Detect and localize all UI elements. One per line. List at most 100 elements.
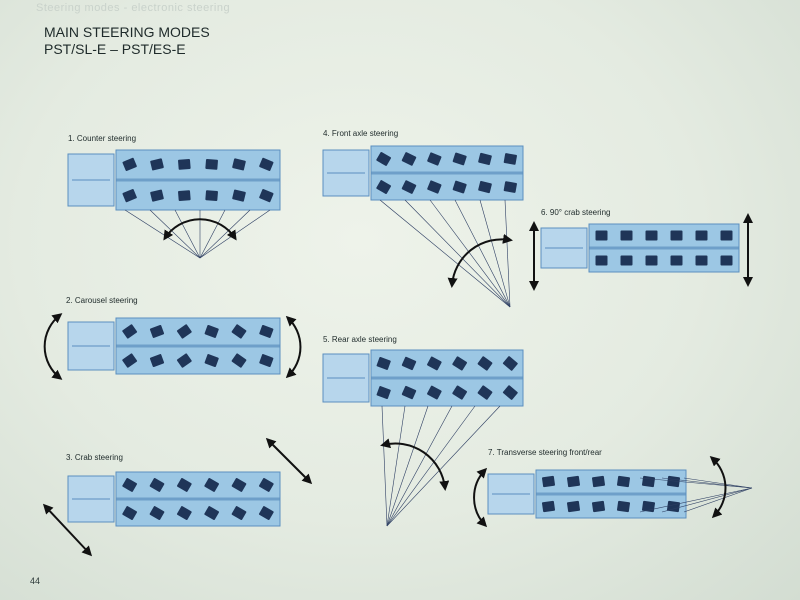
page-title: MAIN STEERING MODES PST/SL-E – PST/ES-E [44, 24, 210, 58]
carousel-wheel-1-0 [149, 324, 165, 338]
crab-90-wheel-0-0 [595, 230, 608, 241]
transverse-wheel-0-0 [541, 475, 556, 488]
front-axle-wheel-4-1 [478, 180, 492, 194]
rear-axle-wheel-3-0 [452, 356, 468, 371]
front-axle-wheel-3-1 [452, 180, 467, 194]
transverse-vehicle [487, 469, 687, 519]
front-axle-ray-1 [404, 199, 511, 308]
rear-axle-wheel-1-1 [401, 385, 417, 400]
rear-axle-wheel-5-0 [502, 356, 518, 371]
transverse-ray-bottom-2 [683, 487, 753, 513]
crab-90-wheel-1-1 [620, 255, 633, 266]
crab-90-wheel-5-1 [720, 255, 733, 266]
rear-axle-wheel-4-0 [477, 356, 493, 371]
crab-90-wheel-0-1 [595, 255, 608, 266]
crab-wheel-0-0 [122, 477, 137, 492]
crab-90-wheel-4-1 [695, 255, 708, 266]
front-axle-arc-arrow [447, 233, 513, 288]
carousel-wheel-1-1 [149, 354, 165, 368]
crab-vehicle [67, 471, 281, 527]
transverse-wheel-3-1 [616, 500, 631, 513]
counter-wheel-2-0 [178, 159, 191, 170]
crab-right-arrow [265, 437, 313, 485]
counter-wheel-0-0 [122, 157, 137, 172]
counter-ray-1 [149, 209, 201, 259]
carousel-wheel-2-0 [176, 324, 192, 339]
transverse-wheel-4-0 [641, 475, 656, 488]
counter-wheel-5-0 [259, 157, 274, 172]
counter-ray-6 [199, 209, 271, 259]
crab-wheel-3-0 [204, 477, 219, 492]
transverse-right-arrow [709, 456, 727, 519]
counter-wheel-0-1 [122, 188, 137, 203]
counter-wheel-5-1 [259, 188, 274, 203]
transverse-wheel-3-0 [616, 475, 631, 488]
mode-label-rear-axle: 5. Rear axle steering [323, 335, 397, 344]
crab-wheel-4-0 [231, 477, 247, 492]
carousel-wheel-2-1 [176, 353, 192, 368]
rear-axle-ray-4 [386, 405, 476, 527]
transverse-wheel-1-0 [566, 475, 581, 488]
transverse-wheel-0-1 [541, 500, 556, 513]
counter-arc-arrow [163, 218, 237, 241]
transverse-ray-top-0 [639, 477, 753, 489]
mode-label-carousel: 2. Carousel steering [66, 296, 138, 305]
crab-90-wheel-3-1 [670, 255, 683, 266]
counter-wheel-2-1 [178, 190, 191, 201]
mode-label-transverse: 7. Transverse steering front/rear [488, 448, 602, 457]
rear-axle-wheel-3-1 [452, 385, 468, 400]
transverse-ray-top-1 [661, 477, 753, 489]
transverse-left-arrow [473, 467, 488, 528]
counter-wheel-1-0 [150, 158, 164, 171]
mode-label-front-axle: 4. Front axle steering [323, 129, 399, 138]
rear-axle-wheel-5-1 [502, 385, 518, 400]
carousel-vehicle [67, 317, 281, 375]
crab-wheel-2-1 [177, 506, 192, 521]
crab-90-wheel-1-0 [620, 230, 633, 241]
crab-wheel-5-1 [259, 506, 274, 521]
crab-left-arrow [42, 503, 93, 557]
transverse-wheel-5-1 [666, 500, 681, 513]
counter-ray-2 [174, 209, 201, 259]
faint-header-text: Steering modes - electronic steering [36, 2, 231, 14]
rear-axle-wheel-1-0 [401, 356, 417, 371]
crab-wheel-3-1 [204, 506, 219, 521]
front-axle-wheel-5-0 [503, 153, 517, 165]
rear-axle-wheel-2-0 [427, 356, 442, 371]
rear-axle-ray-0 [381, 405, 388, 527]
transverse-wheel-1-1 [566, 500, 581, 513]
crab-wheel-1-0 [149, 477, 165, 492]
rear-axle-ray-1 [386, 405, 406, 527]
front-axle-wheel-0-1 [376, 180, 391, 195]
carousel-left-arrow [43, 313, 63, 380]
rear-axle-ray-3 [386, 405, 453, 527]
rear-axle-ray-5 [386, 405, 501, 527]
mode-label-counter: 1. Counter steering [68, 134, 137, 143]
crab-90-wheel-4-0 [695, 230, 708, 241]
front-axle-wheel-1-1 [401, 180, 417, 194]
counter-vehicle [67, 149, 281, 211]
carousel-wheel-4-0 [231, 324, 247, 339]
carousel-wheel-3-1 [204, 354, 219, 368]
transverse-wheel-4-1 [641, 500, 656, 513]
page-number: 44 [30, 576, 41, 586]
mode-label-crab: 3. Crab steering [66, 453, 123, 462]
carousel-wheel-5-1 [259, 354, 274, 368]
crab-wheel-0-1 [122, 506, 137, 521]
transverse-ray-bottom-0 [639, 487, 753, 513]
carousel-wheel-5-0 [259, 324, 274, 338]
front-axle-ray-3 [454, 199, 511, 308]
carousel-right-arrow [285, 315, 302, 379]
counter-wheel-4-1 [232, 189, 246, 202]
transverse-ray-bottom-1 [661, 487, 753, 513]
crab-90-wheel-2-1 [645, 255, 658, 266]
front-axle-wheel-2-1 [427, 180, 442, 194]
rear-axle-wheel-2-1 [427, 385, 442, 400]
crab-wheel-2-0 [177, 477, 192, 492]
rear-axle-ray-2 [386, 405, 429, 527]
transverse-wheel-2-0 [591, 475, 606, 488]
carousel-wheel-4-1 [231, 353, 247, 368]
crab-90-wheel-5-0 [720, 230, 733, 241]
title-line-2: PST/SL-E – PST/ES-E [44, 41, 186, 57]
